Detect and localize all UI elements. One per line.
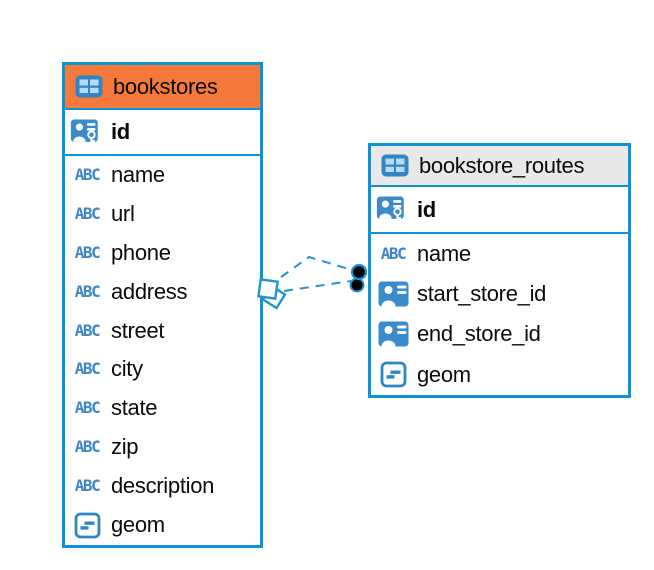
table-icon <box>378 154 412 177</box>
foreign-id-icon <box>376 281 410 307</box>
geometry-type-icon <box>70 512 104 539</box>
primary-key-icon <box>70 117 104 148</box>
table-title: bookstore_routes <box>419 152 585 178</box>
geometry-type-icon <box>376 361 410 388</box>
column-row-name[interactable]: ABC name <box>65 156 260 195</box>
pk-row-id[interactable]: id <box>65 110 260 156</box>
column-row-geom[interactable]: geom <box>371 354 628 395</box>
table-bookstore-routes-header[interactable]: bookstore_routes <box>371 146 628 187</box>
table-icon <box>72 75 106 98</box>
column-row-start-store-id[interactable]: start_store_id <box>371 274 628 314</box>
relationship-dot-marker <box>349 263 368 293</box>
text-type-icon: ABC <box>74 436 101 456</box>
column-name: geom <box>111 512 165 538</box>
pk-column-name: id <box>417 196 436 222</box>
primary-key-icon <box>376 194 410 225</box>
column-name: geom <box>417 361 471 387</box>
text-type-icon: ABC <box>74 204 101 224</box>
column-name: phone <box>111 239 171 265</box>
column-row-address[interactable]: ABC address <box>65 272 260 311</box>
column-row-zip[interactable]: ABC zip <box>65 428 260 467</box>
column-name: start_store_id <box>417 281 547 306</box>
table-bookstore-routes[interactable]: bookstore_routes id ABC name <box>368 143 631 398</box>
text-type-icon: ABC <box>380 244 407 263</box>
text-type-icon: ABC <box>74 320 101 340</box>
column-name: state <box>111 395 158 421</box>
text-type-icon: ABC <box>74 281 101 301</box>
text-type-icon: ABC <box>74 475 101 495</box>
relationship-line-upper <box>280 255 353 278</box>
column-name: zip <box>111 433 139 459</box>
table-bookstores-header[interactable]: bookstores <box>65 65 260 110</box>
column-name: street <box>111 317 165 343</box>
pk-row-id[interactable]: id <box>371 187 628 234</box>
column-name: name <box>111 162 165 188</box>
table-title: bookstores <box>113 73 218 99</box>
column-name: description <box>111 472 215 498</box>
column-name: url <box>111 201 135 227</box>
text-type-icon: ABC <box>74 165 101 185</box>
column-name: city <box>111 356 143 382</box>
text-type-icon: ABC <box>74 398 101 418</box>
column-name: name <box>417 241 471 266</box>
relationship-line-lower <box>283 280 352 292</box>
pk-column-name: id <box>111 119 130 144</box>
column-row-city[interactable]: ABC city <box>65 350 260 389</box>
column-row-description[interactable]: ABC description <box>65 466 260 505</box>
column-name: address <box>111 278 188 304</box>
column-row-end-store-id[interactable]: end_store_id <box>371 314 628 354</box>
column-row-state[interactable]: ABC state <box>65 389 260 428</box>
column-row-name[interactable]: ABC name <box>371 234 628 274</box>
column-name: end_store_id <box>417 321 541 346</box>
table-bookstores[interactable]: bookstores id ABC name <box>62 62 263 548</box>
foreign-id-icon <box>376 321 410 347</box>
text-type-icon: ABC <box>74 359 101 379</box>
column-row-geom[interactable]: geom <box>65 505 260 545</box>
column-row-phone[interactable]: ABC phone <box>65 234 260 273</box>
column-row-url[interactable]: ABC url <box>65 195 260 234</box>
text-type-icon: ABC <box>74 242 101 262</box>
column-row-street[interactable]: ABC street <box>65 311 260 350</box>
